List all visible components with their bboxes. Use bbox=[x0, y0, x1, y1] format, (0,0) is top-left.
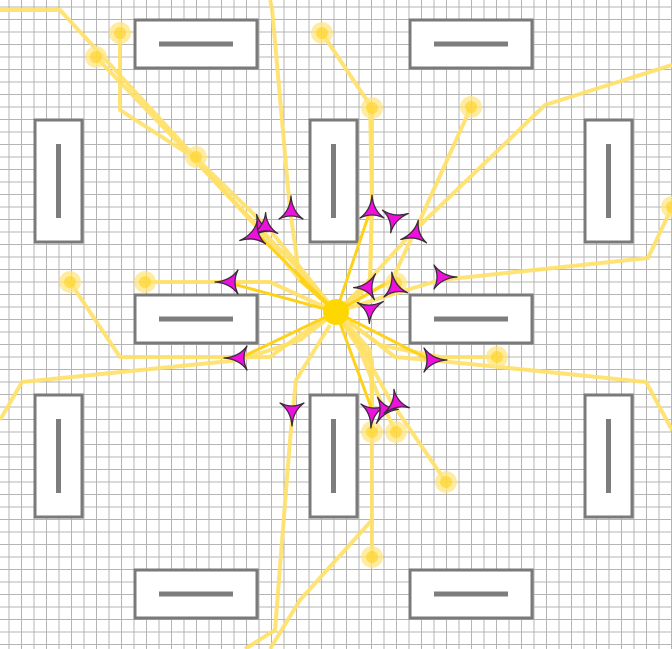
path-spoke bbox=[239, 310, 337, 360]
obstacle-frame bbox=[33, 393, 84, 519]
waypoint-core bbox=[90, 51, 102, 63]
waypoint-marker[interactable] bbox=[361, 546, 383, 568]
waypoint-marker[interactable] bbox=[85, 46, 107, 68]
agent-arrow[interactable] bbox=[376, 388, 411, 422]
agent-arrow[interactable] bbox=[278, 195, 304, 220]
agent-arrow[interactable] bbox=[246, 211, 279, 245]
waypoint-core bbox=[190, 151, 202, 163]
agent-arrow[interactable] bbox=[423, 347, 448, 373]
obstacle-horizontal bbox=[408, 568, 534, 620]
waypoint-core bbox=[465, 101, 477, 113]
agent-body bbox=[423, 347, 448, 373]
obstacle-horizontal bbox=[408, 18, 534, 70]
waypoint-marker[interactable] bbox=[59, 271, 81, 293]
agents-layer bbox=[214, 194, 458, 429]
agent-arrow[interactable] bbox=[236, 220, 267, 251]
path-spoke bbox=[225, 280, 337, 314]
obstacle-frame bbox=[583, 118, 634, 244]
waypoint-marker[interactable] bbox=[385, 421, 407, 443]
waypoint-core bbox=[366, 102, 378, 114]
obstacle-vertical bbox=[308, 393, 359, 519]
waypoint-core bbox=[139, 276, 151, 288]
agent-arrow[interactable] bbox=[214, 269, 239, 295]
agent-arrow[interactable] bbox=[223, 345, 248, 371]
agent-body bbox=[360, 403, 386, 429]
obstacle-frame bbox=[583, 393, 634, 519]
agent-body bbox=[433, 264, 458, 290]
obstacle-horizontal bbox=[133, 18, 259, 70]
agent-arrow[interactable] bbox=[397, 219, 428, 250]
obstacle-horizontal bbox=[133, 293, 259, 345]
agent-body bbox=[279, 402, 305, 427]
waypoint-core bbox=[114, 27, 126, 39]
agent-path bbox=[243, 323, 332, 649]
agent-path bbox=[268, 518, 374, 649]
agent-body bbox=[400, 219, 428, 244]
agent-arrow[interactable] bbox=[433, 264, 458, 290]
waypoint-marker[interactable] bbox=[185, 146, 207, 168]
path-spoke bbox=[335, 310, 431, 362]
agent-arrow[interactable] bbox=[359, 194, 385, 219]
agent-path bbox=[68, 280, 338, 359]
waypoint-core bbox=[366, 426, 378, 438]
agent-path bbox=[334, 310, 374, 557]
waypoint-core bbox=[316, 27, 328, 39]
waypoint-marker[interactable] bbox=[361, 421, 383, 443]
obstacle-frame bbox=[133, 568, 259, 620]
obstacle-vertical bbox=[308, 118, 359, 244]
waypoint-marker[interactable] bbox=[109, 22, 131, 44]
obstacle-horizontal bbox=[408, 293, 534, 345]
waypoint-marker[interactable] bbox=[460, 96, 482, 118]
waypoint-core bbox=[390, 426, 402, 438]
agent-arrow[interactable] bbox=[352, 268, 386, 301]
waypoint-marker[interactable] bbox=[134, 271, 156, 293]
agent-body bbox=[381, 209, 409, 234]
path-spoke bbox=[334, 311, 374, 411]
obstacle-vertical bbox=[33, 393, 84, 519]
agent-arrow[interactable] bbox=[356, 291, 389, 325]
agent-arrow[interactable] bbox=[359, 403, 386, 429]
agent-body bbox=[383, 388, 411, 415]
agent-body bbox=[239, 220, 267, 245]
obstacle-vertical bbox=[583, 118, 634, 244]
agent-body bbox=[223, 345, 248, 371]
hub-layer bbox=[323, 299, 349, 325]
agent-body bbox=[383, 271, 409, 298]
agent-body bbox=[251, 211, 279, 236]
obstacle-vertical bbox=[33, 118, 84, 244]
agent-arrow[interactable] bbox=[381, 202, 412, 234]
waypoint-marker[interactable] bbox=[311, 22, 333, 44]
waypoint-core bbox=[491, 351, 503, 363]
waypoint-marker[interactable] bbox=[661, 196, 672, 218]
waypoint-marker[interactable] bbox=[361, 97, 383, 119]
waypoint-marker[interactable] bbox=[486, 346, 508, 368]
waypoint-core bbox=[440, 476, 452, 488]
agent-body bbox=[278, 195, 304, 220]
waypoint-core bbox=[666, 201, 672, 213]
agent-arrow[interactable] bbox=[279, 402, 305, 427]
obstacles-layer bbox=[33, 18, 634, 620]
agent-arrow[interactable] bbox=[380, 270, 409, 298]
path-spoke bbox=[334, 204, 374, 313]
waypoint-marker[interactable] bbox=[435, 471, 457, 493]
agent-body bbox=[356, 300, 384, 325]
agent-body bbox=[352, 273, 377, 301]
obstacle-horizontal bbox=[133, 568, 259, 620]
waypoint-core bbox=[366, 551, 378, 563]
agent-body bbox=[359, 194, 385, 219]
obstacle-vertical bbox=[583, 393, 634, 519]
hub-marker[interactable] bbox=[323, 299, 349, 325]
waypoint-core bbox=[64, 276, 76, 288]
agent-body bbox=[214, 269, 239, 295]
